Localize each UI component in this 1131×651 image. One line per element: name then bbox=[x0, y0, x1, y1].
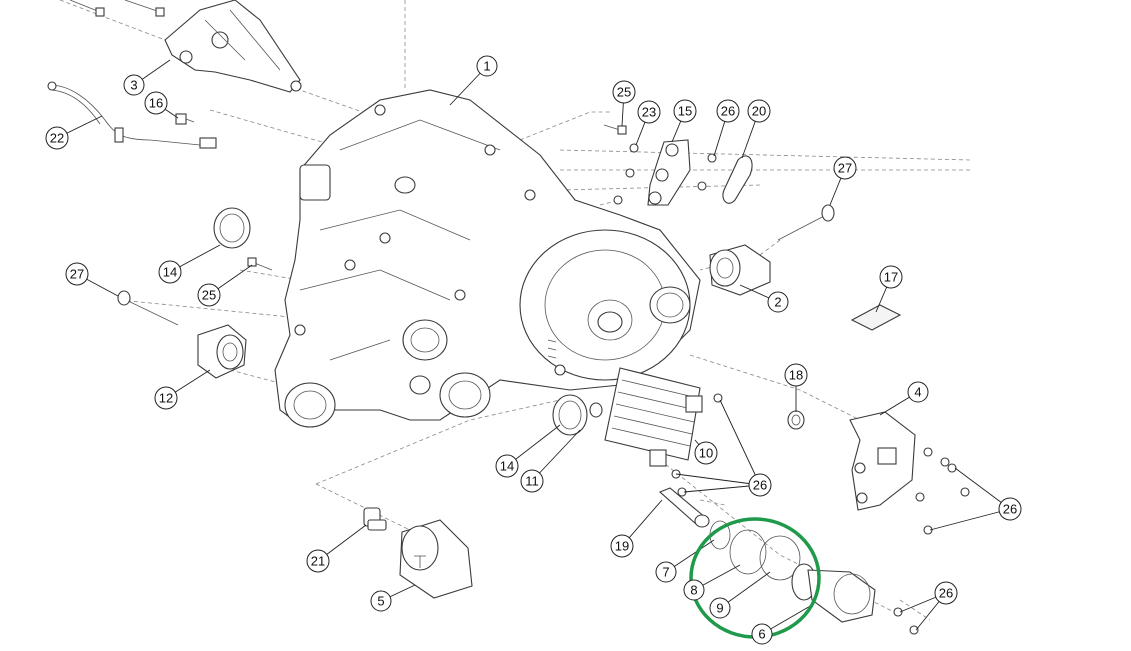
svg-text:23: 23 bbox=[642, 105, 656, 120]
bolts-part-26-lower bbox=[893, 607, 919, 635]
fitting-part-21 bbox=[363, 507, 387, 531]
callout-26-middle: 26 bbox=[748, 473, 772, 497]
svg-text:1: 1 bbox=[483, 59, 490, 74]
callout-6: 6 bbox=[751, 623, 773, 645]
bolt-part-23 bbox=[613, 143, 639, 205]
callout-8: 8 bbox=[683, 579, 705, 601]
callout-5: 5 bbox=[370, 590, 392, 612]
callout-11: 11 bbox=[520, 469, 544, 493]
callout-4: 4 bbox=[907, 381, 929, 403]
svg-text:26: 26 bbox=[939, 586, 953, 601]
callout-26-lower: 26 bbox=[934, 581, 958, 605]
svg-text:25: 25 bbox=[617, 85, 631, 100]
callout-17: 17 bbox=[879, 265, 903, 289]
svg-text:19: 19 bbox=[615, 539, 629, 554]
callout-14-lower: 14 bbox=[495, 454, 519, 478]
callout-22: 22 bbox=[45, 126, 69, 150]
o-ring-part-9 bbox=[759, 535, 801, 581]
svg-text:26: 26 bbox=[721, 104, 735, 119]
bushing-part-2 bbox=[709, 244, 771, 296]
o-ring-part-8 bbox=[729, 529, 767, 575]
callout-27-left: 27 bbox=[65, 262, 89, 286]
callout-9: 9 bbox=[709, 597, 731, 619]
callout-25-top: 25 bbox=[612, 80, 636, 104]
bolts-top-left bbox=[69, 0, 165, 17]
bushing-part-12 bbox=[197, 324, 247, 379]
callout-14-upper: 14 bbox=[158, 260, 182, 284]
svg-text:5: 5 bbox=[377, 594, 384, 609]
svg-text:11: 11 bbox=[525, 474, 539, 489]
callout-12: 12 bbox=[154, 386, 178, 410]
pad-part-17 bbox=[850, 304, 902, 331]
svg-text:25: 25 bbox=[202, 288, 216, 303]
bolt-part-27-left bbox=[117, 290, 179, 326]
seal-part-18 bbox=[787, 410, 805, 430]
hose-part-22 bbox=[47, 81, 217, 149]
filter-housing-part-6 bbox=[791, 563, 876, 623]
callout-15: 15 bbox=[673, 99, 697, 123]
svg-text:17: 17 bbox=[884, 270, 898, 285]
callout-3: 3 bbox=[123, 74, 145, 96]
bolt-part-25-top bbox=[603, 124, 627, 135]
svg-text:8: 8 bbox=[690, 583, 697, 598]
svg-text:10: 10 bbox=[699, 446, 713, 461]
svg-text:9: 9 bbox=[716, 601, 723, 616]
callout-27-upper: 27 bbox=[833, 156, 857, 180]
bolt-part-27-upper bbox=[777, 204, 835, 241]
gasket-part-20 bbox=[722, 155, 753, 204]
callout-19: 19 bbox=[610, 534, 634, 558]
svg-text:18: 18 bbox=[789, 368, 803, 383]
seal-part-14-lower bbox=[552, 394, 603, 436]
svg-text:14: 14 bbox=[500, 459, 514, 474]
svg-text:22: 22 bbox=[50, 131, 64, 146]
callout-2: 2 bbox=[767, 291, 789, 313]
callout-1: 1 bbox=[476, 55, 498, 77]
transmission-housing-part-1 bbox=[274, 89, 701, 428]
svg-text:27: 27 bbox=[838, 161, 852, 176]
callout-25-left: 25 bbox=[197, 283, 221, 307]
callout-26-right: 26 bbox=[998, 497, 1022, 521]
bolts-part-26-right bbox=[915, 447, 970, 535]
callout-18: 18 bbox=[784, 363, 808, 387]
callout-23: 23 bbox=[637, 100, 661, 124]
callout-10: 10 bbox=[694, 441, 718, 465]
bolt-part-25-left bbox=[247, 257, 273, 271]
svg-text:26: 26 bbox=[753, 478, 767, 493]
svg-text:20: 20 bbox=[752, 104, 766, 119]
callout-26-top: 26 bbox=[716, 99, 740, 123]
svg-text:27: 27 bbox=[70, 267, 84, 282]
oil-filter-part-5 bbox=[399, 519, 473, 599]
svg-text:12: 12 bbox=[159, 391, 173, 406]
svg-text:4: 4 bbox=[914, 385, 921, 400]
svg-text:2: 2 bbox=[774, 295, 781, 310]
fitting-part-16 bbox=[175, 113, 195, 125]
svg-text:26: 26 bbox=[1003, 502, 1017, 517]
svg-text:21: 21 bbox=[311, 554, 325, 569]
callout-7: 7 bbox=[655, 561, 677, 583]
svg-text:16: 16 bbox=[149, 96, 163, 111]
bracket-part-15 bbox=[647, 139, 691, 206]
callout-21: 21 bbox=[306, 549, 330, 573]
cover-part-4 bbox=[849, 411, 916, 511]
oil-cooler-part-10 bbox=[604, 367, 703, 467]
svg-text:6: 6 bbox=[758, 627, 765, 642]
bolts-part-26-upper bbox=[697, 153, 717, 191]
svg-text:3: 3 bbox=[130, 78, 137, 93]
seal-part-14-upper bbox=[213, 207, 251, 249]
svg-text:14: 14 bbox=[163, 265, 177, 280]
tube-part-19 bbox=[658, 487, 710, 528]
svg-text:7: 7 bbox=[662, 565, 669, 580]
callout-20: 20 bbox=[747, 99, 771, 123]
callout-16: 16 bbox=[144, 91, 168, 115]
bracket-part-3 bbox=[164, 0, 302, 93]
svg-text:15: 15 bbox=[678, 104, 692, 119]
